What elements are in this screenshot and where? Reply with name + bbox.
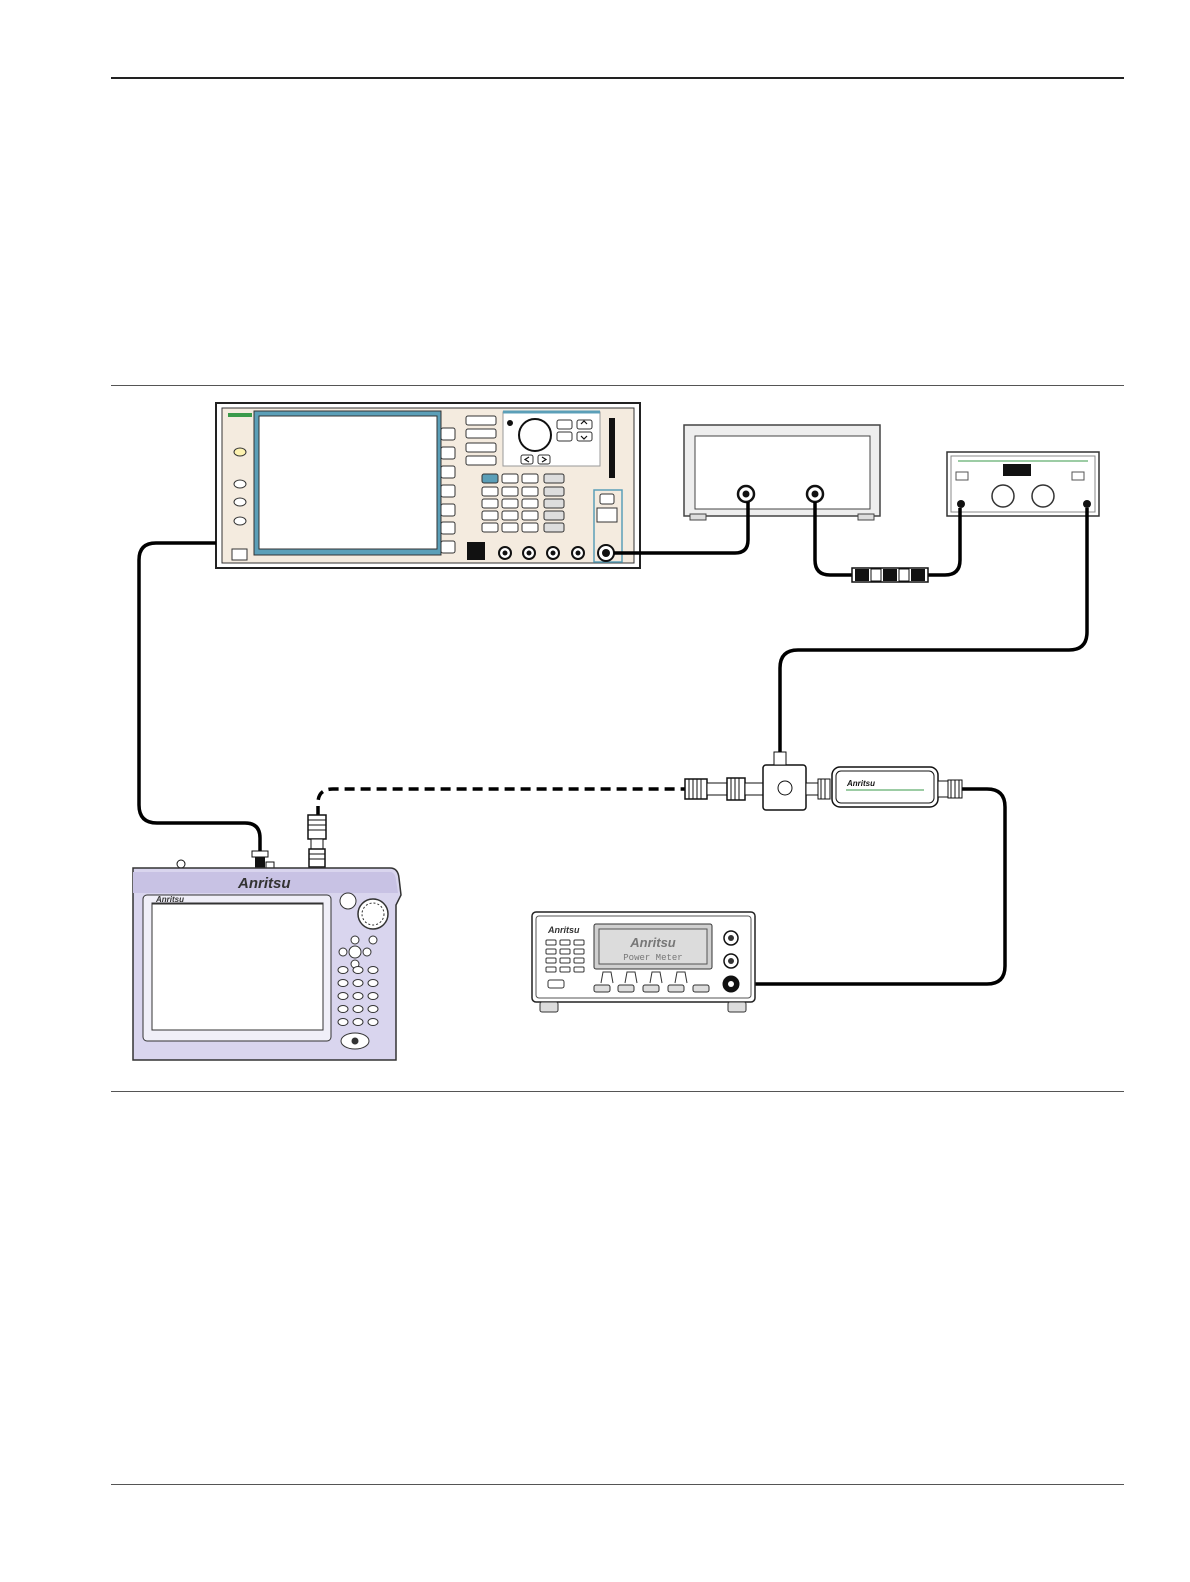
power-meter-screen-logo: Anritsu	[629, 935, 676, 950]
attenuator-box	[684, 425, 880, 520]
sig-gen-screen	[259, 416, 437, 549]
power-sensor-logo: Anritsu	[846, 779, 875, 788]
power-meter: Anritsu Anritsu Power Meter	[532, 912, 755, 1012]
connector-icon[interactable]	[255, 856, 265, 868]
knob-icon[interactable]	[992, 485, 1014, 507]
numeric-keypad[interactable]	[482, 474, 564, 532]
power-meter-badge: Anritsu	[547, 925, 580, 935]
handheld-logo: Anritsu	[237, 875, 291, 892]
power-switch[interactable]	[467, 542, 485, 560]
step-attenuator-output-connector-icon[interactable]	[1083, 500, 1091, 508]
knob-icon[interactable]	[1032, 485, 1054, 507]
power-sensor: Anritsu	[832, 767, 962, 807]
power-meter-screen-text: Power Meter	[623, 953, 682, 963]
step-attenuator-input-connector-icon[interactable]	[957, 500, 965, 508]
dpad-center[interactable]	[349, 946, 361, 958]
signal-generator	[216, 403, 640, 568]
step-attenuator-display	[1003, 464, 1031, 476]
handheld-screen-logo: Anritsu	[155, 895, 184, 904]
dashed-cable	[318, 789, 685, 816]
inline-adapters	[852, 568, 928, 582]
arrow-left-icon[interactable]	[521, 455, 533, 464]
handheld-analyzer: Anritsu Anritsu	[133, 815, 401, 1060]
power-splitter	[685, 752, 830, 810]
accent-strip	[228, 413, 252, 417]
antenna-icon	[340, 893, 356, 909]
level-bar	[609, 418, 615, 478]
knob-icon[interactable]	[519, 419, 551, 451]
arrow-right-icon[interactable]	[538, 455, 550, 464]
soft-keys[interactable]	[441, 428, 455, 553]
arrow-down-icon[interactable]	[577, 432, 592, 441]
step-attenuator	[947, 452, 1099, 516]
